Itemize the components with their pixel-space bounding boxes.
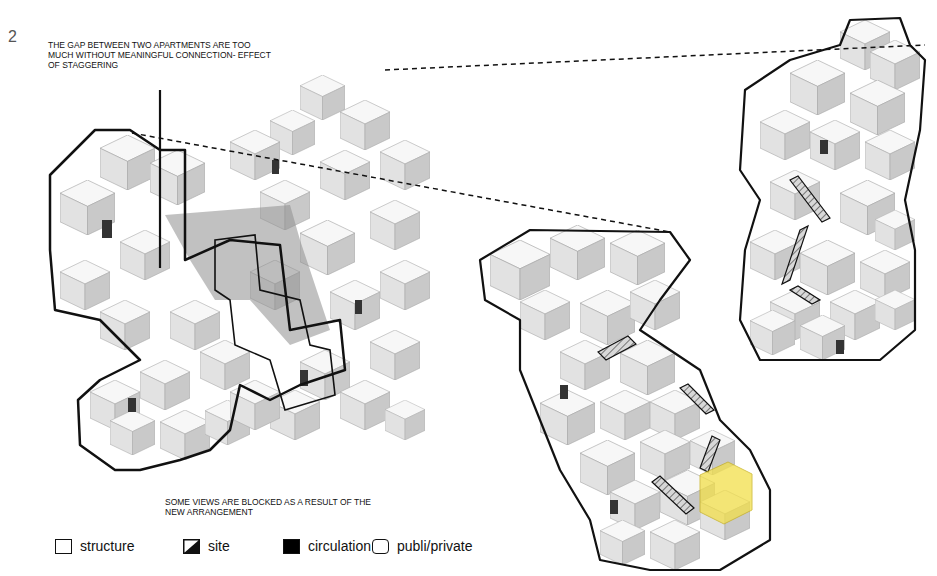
leader-line — [159, 90, 161, 268]
right-cluster — [740, 18, 925, 360]
legend-label: circulation — [308, 538, 371, 554]
legend-swatch — [55, 539, 72, 554]
legend-item: circulation — [283, 538, 371, 554]
legend-label: site — [208, 538, 230, 554]
legend-symbol — [183, 539, 200, 554]
left-cluster — [50, 75, 430, 470]
legend-item: site — [183, 538, 230, 554]
dashed-projection — [385, 45, 925, 70]
legend-swatch — [283, 539, 300, 554]
legend-symbol — [372, 539, 389, 554]
annotation-note: SOME VIEWS ARE BLOCKED AS A RESULT OF TH… — [165, 498, 390, 518]
legend-item: publi/private — [372, 538, 473, 554]
legend-item: structure — [55, 538, 134, 554]
middle-cluster — [480, 225, 770, 570]
legend-label: structure — [80, 538, 134, 554]
legend-label: publi/private — [397, 538, 473, 554]
dashed-projection — [132, 133, 670, 232]
callout-number: 2 — [8, 28, 38, 46]
annotation-note: THE GAP BETWEEN TWO APARTMENTS ARE TOO M… — [48, 41, 273, 70]
